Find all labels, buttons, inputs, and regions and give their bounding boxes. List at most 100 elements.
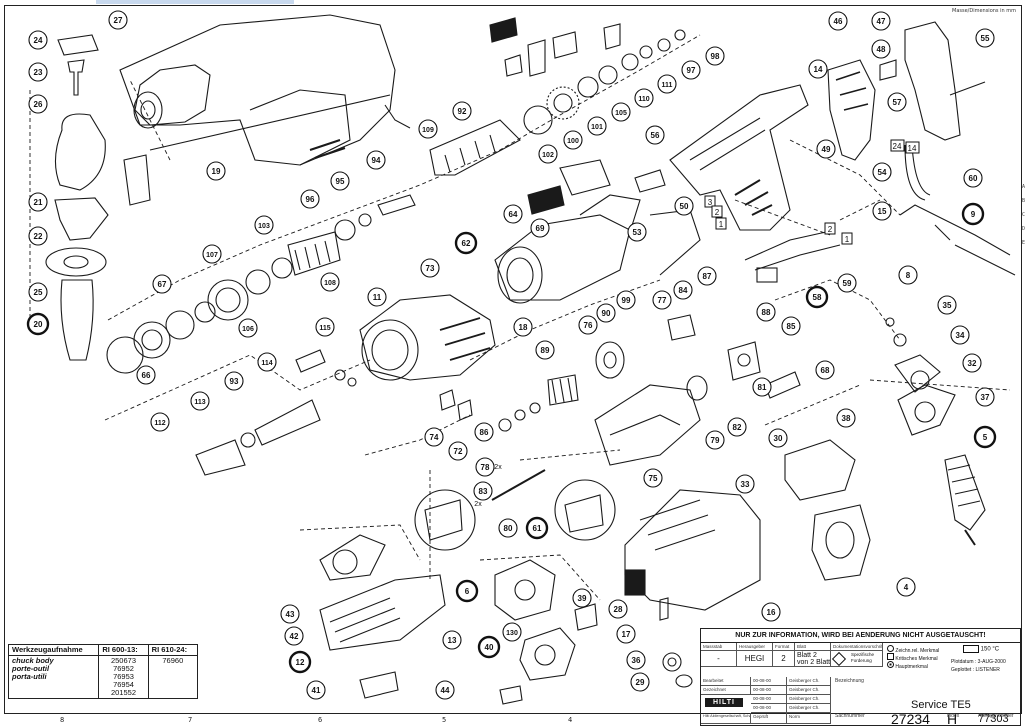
- callout-circle: [937, 295, 957, 315]
- callout-circle: [28, 226, 48, 246]
- callout-number: 15: [878, 207, 887, 216]
- ring-102: [523, 105, 553, 135]
- callout-circle: [673, 280, 693, 300]
- part-112: [195, 439, 246, 476]
- part-94: [377, 194, 416, 216]
- callout-number: 11: [373, 293, 382, 302]
- callout-93: 93: [224, 371, 244, 391]
- callout-circle: [254, 215, 274, 235]
- callout-circle: [502, 622, 522, 642]
- callout-number: 24: [34, 36, 43, 45]
- callout-circle: [871, 39, 891, 59]
- callout-19: 19: [206, 161, 226, 181]
- callout-number: 108: [324, 280, 336, 287]
- callout-103: 103: [254, 215, 274, 235]
- tool-table-header-left: Werkzeugaufnahme: [7, 644, 100, 656]
- callout-circle: [634, 88, 654, 108]
- impact-mech-92: [429, 119, 521, 176]
- callout-circle: [136, 365, 156, 385]
- motor-housing: [494, 214, 631, 301]
- callout-circle: [152, 274, 172, 294]
- callout-57: 57: [887, 92, 907, 112]
- callout-79: 79: [705, 430, 725, 450]
- callout-number: 55: [981, 34, 990, 43]
- callout-circle: [190, 391, 210, 411]
- auftrag-label: Antragsnummer: [978, 713, 1014, 719]
- callout-circle: [837, 273, 857, 293]
- callout-33: 33: [735, 474, 755, 494]
- callout-20: 20: [26, 312, 50, 336]
- callout-98: 98: [705, 46, 725, 66]
- callout-circle: [28, 62, 48, 82]
- row-bearbeitet-name: Geisberger Ch.: [787, 677, 831, 686]
- handle: [60, 279, 94, 361]
- callout-circle: [611, 102, 631, 122]
- callout-number: 82: [733, 423, 742, 432]
- callout-number: 130: [506, 630, 518, 637]
- brush-holder-6: [494, 559, 556, 621]
- callout-number: 43: [286, 610, 295, 619]
- detail-circle-right: [554, 479, 616, 541]
- switch-64: [527, 185, 565, 215]
- callout-number: 78: [481, 463, 490, 472]
- callout-number: 41: [312, 686, 321, 695]
- callout-number: 53: [633, 228, 642, 237]
- row-gezeichnet-label: Gezeichnet: [701, 686, 751, 695]
- callout-114: 114: [257, 352, 277, 372]
- axis-label-7: 7: [188, 716, 193, 724]
- callout-76: 76: [578, 315, 598, 335]
- callout-number: 5: [983, 433, 988, 442]
- callout-number: 48: [877, 45, 886, 54]
- callout-number: 77: [658, 296, 667, 305]
- callout-circle: [608, 599, 628, 619]
- callout-number: 22: [34, 232, 43, 241]
- callout-number: 84: [679, 286, 688, 295]
- callout-41: 41: [306, 680, 326, 700]
- callout-circle: [578, 315, 598, 335]
- part-56: [634, 169, 666, 193]
- callout-68: 68: [815, 360, 835, 380]
- callout-75: 75: [643, 468, 663, 488]
- callout-circle: [535, 340, 555, 360]
- callout-50: 50: [674, 196, 694, 216]
- callout-number: 64: [509, 210, 518, 219]
- herausgeber-value: HEGI: [737, 651, 773, 667]
- company-name: Hilti Aktiengesellschaft, Schaan/FL: [701, 713, 751, 724]
- callout-number: 35: [943, 301, 952, 310]
- callout-number: 23: [34, 68, 43, 77]
- part-24: [57, 34, 99, 56]
- sachnummer: 27234: [891, 711, 930, 727]
- brush-holder-40: [519, 627, 576, 681]
- callout-100: 100: [563, 130, 583, 150]
- callout-circle: [306, 680, 326, 700]
- boxed-label-2b: 2: [828, 225, 833, 234]
- callout-circle: [973, 425, 997, 449]
- callout-number: 29: [636, 678, 645, 687]
- callout-circle: [473, 481, 493, 501]
- callout-21: 21: [28, 192, 48, 212]
- boxed-label-1b: 1: [845, 235, 850, 244]
- doc-value-text: Spezifische Forderung: [851, 652, 875, 663]
- callout-number: 9: [971, 210, 976, 219]
- callout-80: 80: [498, 518, 518, 538]
- side-mark: B: [1022, 198, 1026, 204]
- callout-number: 92: [458, 107, 467, 116]
- callout-circle: [872, 201, 892, 221]
- boxed-label-24: 24: [893, 142, 902, 151]
- format-label: Format: [773, 643, 795, 651]
- callout-number: 30: [774, 434, 783, 443]
- callout-number: 8: [906, 271, 911, 280]
- callout-108: 108: [320, 272, 340, 292]
- callout-42: 42: [284, 626, 304, 646]
- callout-circle: [206, 161, 226, 181]
- callout-number: 90: [602, 309, 611, 318]
- callout-11: 11: [367, 287, 387, 307]
- callout-number: 75: [649, 474, 658, 483]
- callout-53: 53: [627, 222, 647, 242]
- callout-circle: [150, 412, 170, 432]
- callout-97: 97: [681, 60, 701, 80]
- callout-circle: [525, 516, 549, 540]
- callout-44: 44: [435, 680, 455, 700]
- callout-64: 64: [503, 204, 523, 224]
- blatt-suffix: Blatt: [816, 659, 831, 666]
